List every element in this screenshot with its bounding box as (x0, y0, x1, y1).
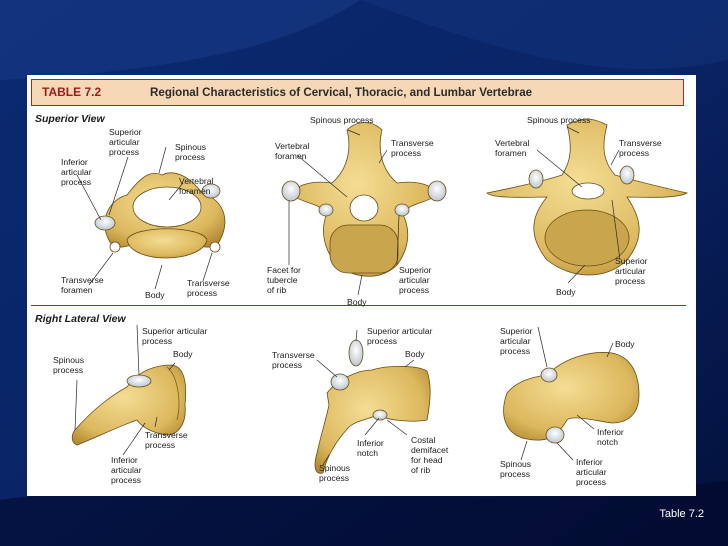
thoracic-lat-superior-articular-label: Superior articular process (367, 326, 433, 346)
superior-view-heading: Superior View (35, 113, 105, 125)
cervical-transverse-process-label: Transverse process (187, 278, 230, 298)
lumbar-lat-superior-articular-label: Superior articular process (500, 326, 533, 356)
slide-caption: Table 7.2 (659, 508, 704, 520)
cervical-superior-illustration (94, 172, 226, 259)
thoracic-transverse-process-label: Transverse process (391, 138, 434, 158)
cervical-transverse-foramen-label: Transverse foramen (61, 275, 104, 295)
thoracic-vertebral-foramen-label: Vertebral foramen (275, 141, 310, 161)
thoracic-spinous-label: Spinous process (310, 115, 374, 125)
cervical-vertebral-foramen-label: Vertebral foramen (179, 176, 214, 196)
cervical-lat-spinous-label: Spinous process (53, 355, 85, 375)
lumbar-spinous-label: Spinous process (527, 115, 591, 125)
cervical-lat-superior-articular-label: Superior articular process (142, 326, 208, 346)
cervical-lat-transverse-label: Transverse process (145, 430, 188, 450)
thoracic-superior-illustration (281, 122, 447, 277)
lumbar-superior-illustration (486, 118, 689, 276)
thoracic-lat-inferior-notch-label: Inferior notch (357, 438, 384, 458)
cervical-lateral-illustration (71, 364, 187, 446)
thoracic-facet-label: Facet for tubercle of rib (267, 265, 301, 295)
thoracic-lat-body-label: Body (405, 349, 425, 359)
table-title: Regional Characteristics of Cervical, Th… (150, 86, 533, 99)
thoracic-body-label: Body (347, 297, 367, 307)
table-header-bar: TABLE 7.2 Regional Characteristics of Ce… (31, 79, 684, 106)
lumbar-vertebral-foramen-label: Vertebral foramen (495, 138, 530, 158)
thoracic-superior-articular-label: Superior articular process (399, 265, 432, 295)
vertebrae-illustrations (71, 118, 689, 474)
lumbar-lateral-illustration (503, 352, 640, 444)
lumbar-lat-spinous-label: Spinous process (500, 459, 532, 479)
table-number: TABLE 7.2 (32, 80, 134, 105)
cervical-inferior-articular-label: Inferior articular process (61, 157, 92, 187)
thoracic-lat-spinous-label: Spinous process (319, 463, 351, 483)
right-lateral-view-heading: Right Lateral View (35, 313, 126, 325)
cervical-spinous-label: Spinous process (175, 142, 207, 162)
cervical-lat-body-label: Body (173, 349, 193, 359)
lumbar-body-label: Body (556, 287, 576, 297)
lumbar-lat-body-label: Body (615, 339, 635, 349)
thoracic-lat-transverse-label: Transverse process (272, 350, 315, 370)
lumbar-superior-articular-label: Superior articular process (615, 256, 648, 286)
cervical-lat-inferior-articular-label: Inferior articular process (111, 455, 142, 485)
table-panel: TABLE 7.2 Regional Characteristics of Ce… (27, 75, 696, 496)
lumbar-transverse-process-label: Transverse process (619, 138, 662, 158)
section-divider (31, 305, 686, 306)
cervical-superior-articular-label: Superior articular process (109, 127, 142, 157)
thoracic-lateral-illustration (314, 339, 431, 474)
lumbar-lat-inferior-articular-label: Inferior articular process (576, 457, 607, 487)
cervical-body-label: Body (145, 290, 165, 300)
thoracic-lat-costal-demifacet-label: Costal demifacet for head of rib (411, 435, 449, 475)
lumbar-lat-inferior-notch-label: Inferior notch (597, 427, 624, 447)
